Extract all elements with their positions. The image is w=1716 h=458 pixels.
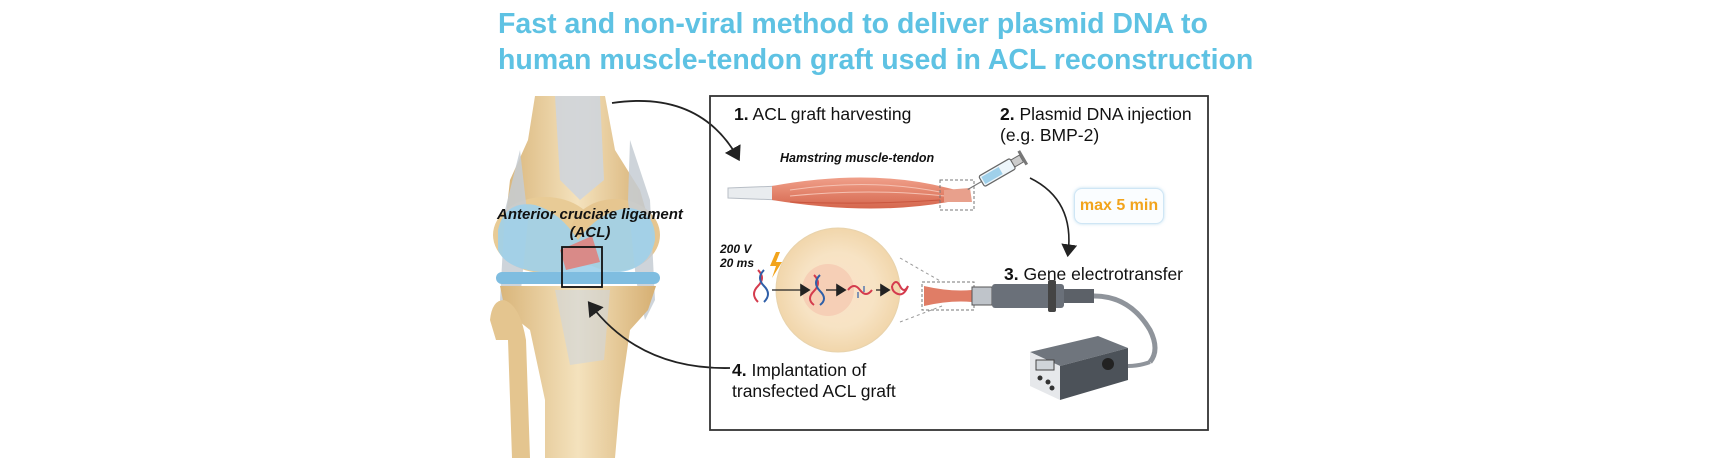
electrode-tip — [971, 286, 993, 306]
electroporator-device — [1030, 336, 1151, 400]
acl-label: Anterior cruciate ligament (ACL) — [482, 206, 698, 242]
device-top — [1030, 336, 1128, 366]
protein-icon — [891, 281, 909, 296]
cell-magnification — [753, 227, 943, 353]
step-1-label: 1. ACL graft harvesting — [734, 104, 911, 125]
lightning-icon — [770, 252, 782, 278]
acl-label-line-2: (ACL) — [569, 224, 611, 241]
syringe-icon — [967, 150, 1029, 191]
arrow-injection-to-electrotransfer — [1029, 177, 1078, 258]
step-1-text: ACL graft harvesting — [752, 104, 912, 124]
tendon-right — [944, 188, 972, 202]
step-3-label: 3. Gene electrotransfer — [1004, 264, 1183, 285]
page-title: Fast and non-viral method to deliver pla… — [498, 6, 1398, 78]
step-2-number: 2. — [1000, 104, 1015, 124]
step-2-text-line-2: (e.g. BMP-2) — [1000, 125, 1100, 145]
pulse-voltage: 200 V — [720, 242, 752, 256]
hamstring-graft — [727, 177, 975, 211]
fibula — [490, 300, 530, 458]
dna-icon — [753, 269, 769, 303]
electrode-cable — [1093, 293, 1158, 364]
device-screen — [1035, 359, 1055, 371]
injection-site-box — [939, 179, 975, 211]
pulse-parameters: 200 V 20 ms — [720, 242, 754, 270]
acl-highlight-box — [561, 246, 603, 288]
step-2-text-line-1: Plasmid DNA injection — [1019, 104, 1192, 124]
device-knob — [1102, 358, 1114, 370]
step-3-number: 3. — [1004, 264, 1019, 284]
tibia — [500, 286, 656, 458]
pulse-duration: 20 ms — [720, 256, 755, 270]
electrode-assembly — [921, 280, 1158, 364]
graft-label: Hamstring muscle-tendon — [780, 151, 935, 165]
time-badge: max 5 min — [1074, 188, 1164, 224]
mrna-icon — [847, 285, 873, 295]
acl-label-line-1: Anterior cruciate ligament — [497, 206, 683, 223]
step-4-text-line-1: Implantation of — [751, 360, 867, 380]
step-4-number: 4. — [732, 360, 747, 380]
step-3-text: Gene electrotransfer — [1023, 264, 1184, 284]
acl-ligament — [560, 236, 600, 270]
dna-in-nucleus-icon — [809, 274, 825, 306]
process-frame — [709, 95, 1209, 431]
cartilage — [498, 204, 656, 272]
knee-illustration — [490, 96, 660, 458]
step-2-label: 2. Plasmid DNA injection (e.g. BMP-2) — [1000, 104, 1192, 146]
electrode-handle — [992, 284, 1064, 308]
step-4-label: 4. Implantation of transfected ACL graft — [732, 360, 896, 402]
title-line-2: human muscle-tendon graft used in ACL re… — [498, 44, 1254, 76]
muscle-belly — [772, 177, 968, 209]
step-4-text-line-2: transfected ACL graft — [732, 381, 896, 401]
arrow-knee-to-harvest — [611, 100, 741, 162]
meniscus — [496, 272, 660, 284]
title-line-1: Fast and non-viral method to deliver pla… — [498, 8, 1208, 40]
graft-in-electrode — [924, 286, 972, 306]
step-1-number: 1. — [734, 104, 749, 124]
quadriceps-tendon — [555, 96, 604, 200]
